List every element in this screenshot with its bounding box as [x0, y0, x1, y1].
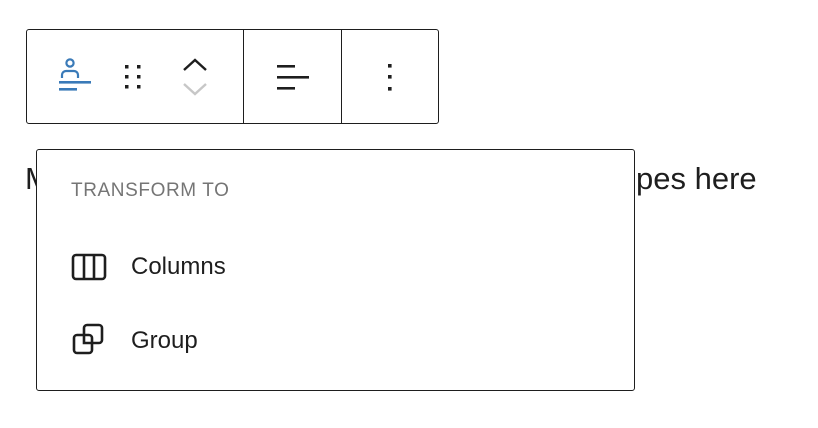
columns-icon — [71, 253, 107, 281]
chevron-up-icon — [183, 57, 207, 71]
block-toolbar-group-align — [243, 30, 341, 123]
transform-item-label: Group — [131, 327, 198, 354]
paragraph-text-end[interactable]: pes here — [636, 161, 757, 196]
align-button[interactable] — [244, 30, 341, 123]
block-mover — [147, 30, 243, 123]
more-vertical-icon — [388, 63, 392, 91]
block-toolbar — [26, 29, 439, 124]
move-up-button[interactable] — [182, 53, 208, 77]
more-options-button[interactable] — [342, 30, 438, 123]
block-type-button[interactable] — [27, 30, 119, 123]
block-toolbar-group-main — [27, 30, 243, 123]
transform-item-label: Columns — [131, 253, 226, 280]
align-left-icon — [276, 64, 309, 90]
block-toolbar-group-options — [341, 30, 438, 123]
transform-item-group[interactable]: Group — [71, 323, 198, 359]
move-down-button[interactable] — [182, 77, 208, 101]
transform-popover: TRANSFORM TO Columns Group — [36, 149, 635, 391]
group-icon — [72, 323, 104, 355]
drag-handle-icon — [125, 64, 141, 88]
transform-item-columns[interactable]: Columns — [71, 253, 226, 281]
drag-handle-button[interactable] — [119, 30, 147, 123]
popover-title: TRANSFORM TO — [71, 180, 230, 201]
chevron-down-icon — [183, 82, 207, 96]
paragraph-align-person-icon — [59, 57, 91, 91]
